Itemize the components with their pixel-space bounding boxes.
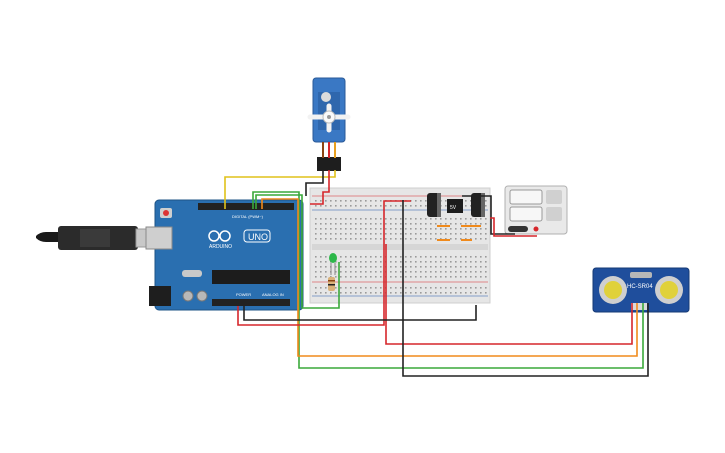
sensor-label: HC-SR04 — [627, 284, 653, 290]
breadboard-holes — [315, 200, 487, 294]
capacitor-right — [471, 193, 485, 217]
voltage-regulator: 5V — [447, 199, 463, 213]
wire-red-servo-power — [310, 170, 330, 205]
arduino-uno-board[interactable]: ARDUINO UNO DIGITAL (PWM~) POWER ANALOG … — [145, 199, 304, 311]
digital-pins-label: DIGITAL (PWM~) — [232, 214, 264, 219]
wire-red-5v — [237, 200, 411, 326]
wire-red-battery — [490, 217, 537, 237]
servo-motor[interactable] — [307, 77, 351, 171]
wire-black-battery — [462, 195, 515, 235]
wire-black-gnd — [243, 305, 477, 321]
wire-yellow-servo-signal — [224, 170, 336, 209]
wire-black-servo-ground — [305, 170, 324, 196]
wire-black-sensor-gnd — [402, 200, 649, 377]
power-pins-label: POWER — [236, 292, 251, 297]
jumpers-orange — [437, 225, 481, 241]
regulator-label: 5V — [450, 205, 457, 211]
analog-pins-label: ANALOG IN — [262, 292, 284, 297]
wire-green-led — [255, 194, 340, 309]
wire-green-sensor-echo — [252, 191, 644, 369]
resistor — [328, 277, 335, 291]
wire-orange-sensor-trig — [261, 198, 638, 357]
wires — [224, 170, 649, 377]
wire-red-sensor-vcc — [385, 244, 633, 345]
green-led — [329, 253, 337, 275]
arduino-model: UNO — [248, 232, 268, 242]
arduino-brand: ARDUINO — [209, 244, 232, 250]
ultrasonic-sensor[interactable]: HC-SR04 — [592, 267, 690, 313]
battery-pack[interactable] — [504, 185, 568, 235]
capacitor-left — [427, 193, 441, 217]
